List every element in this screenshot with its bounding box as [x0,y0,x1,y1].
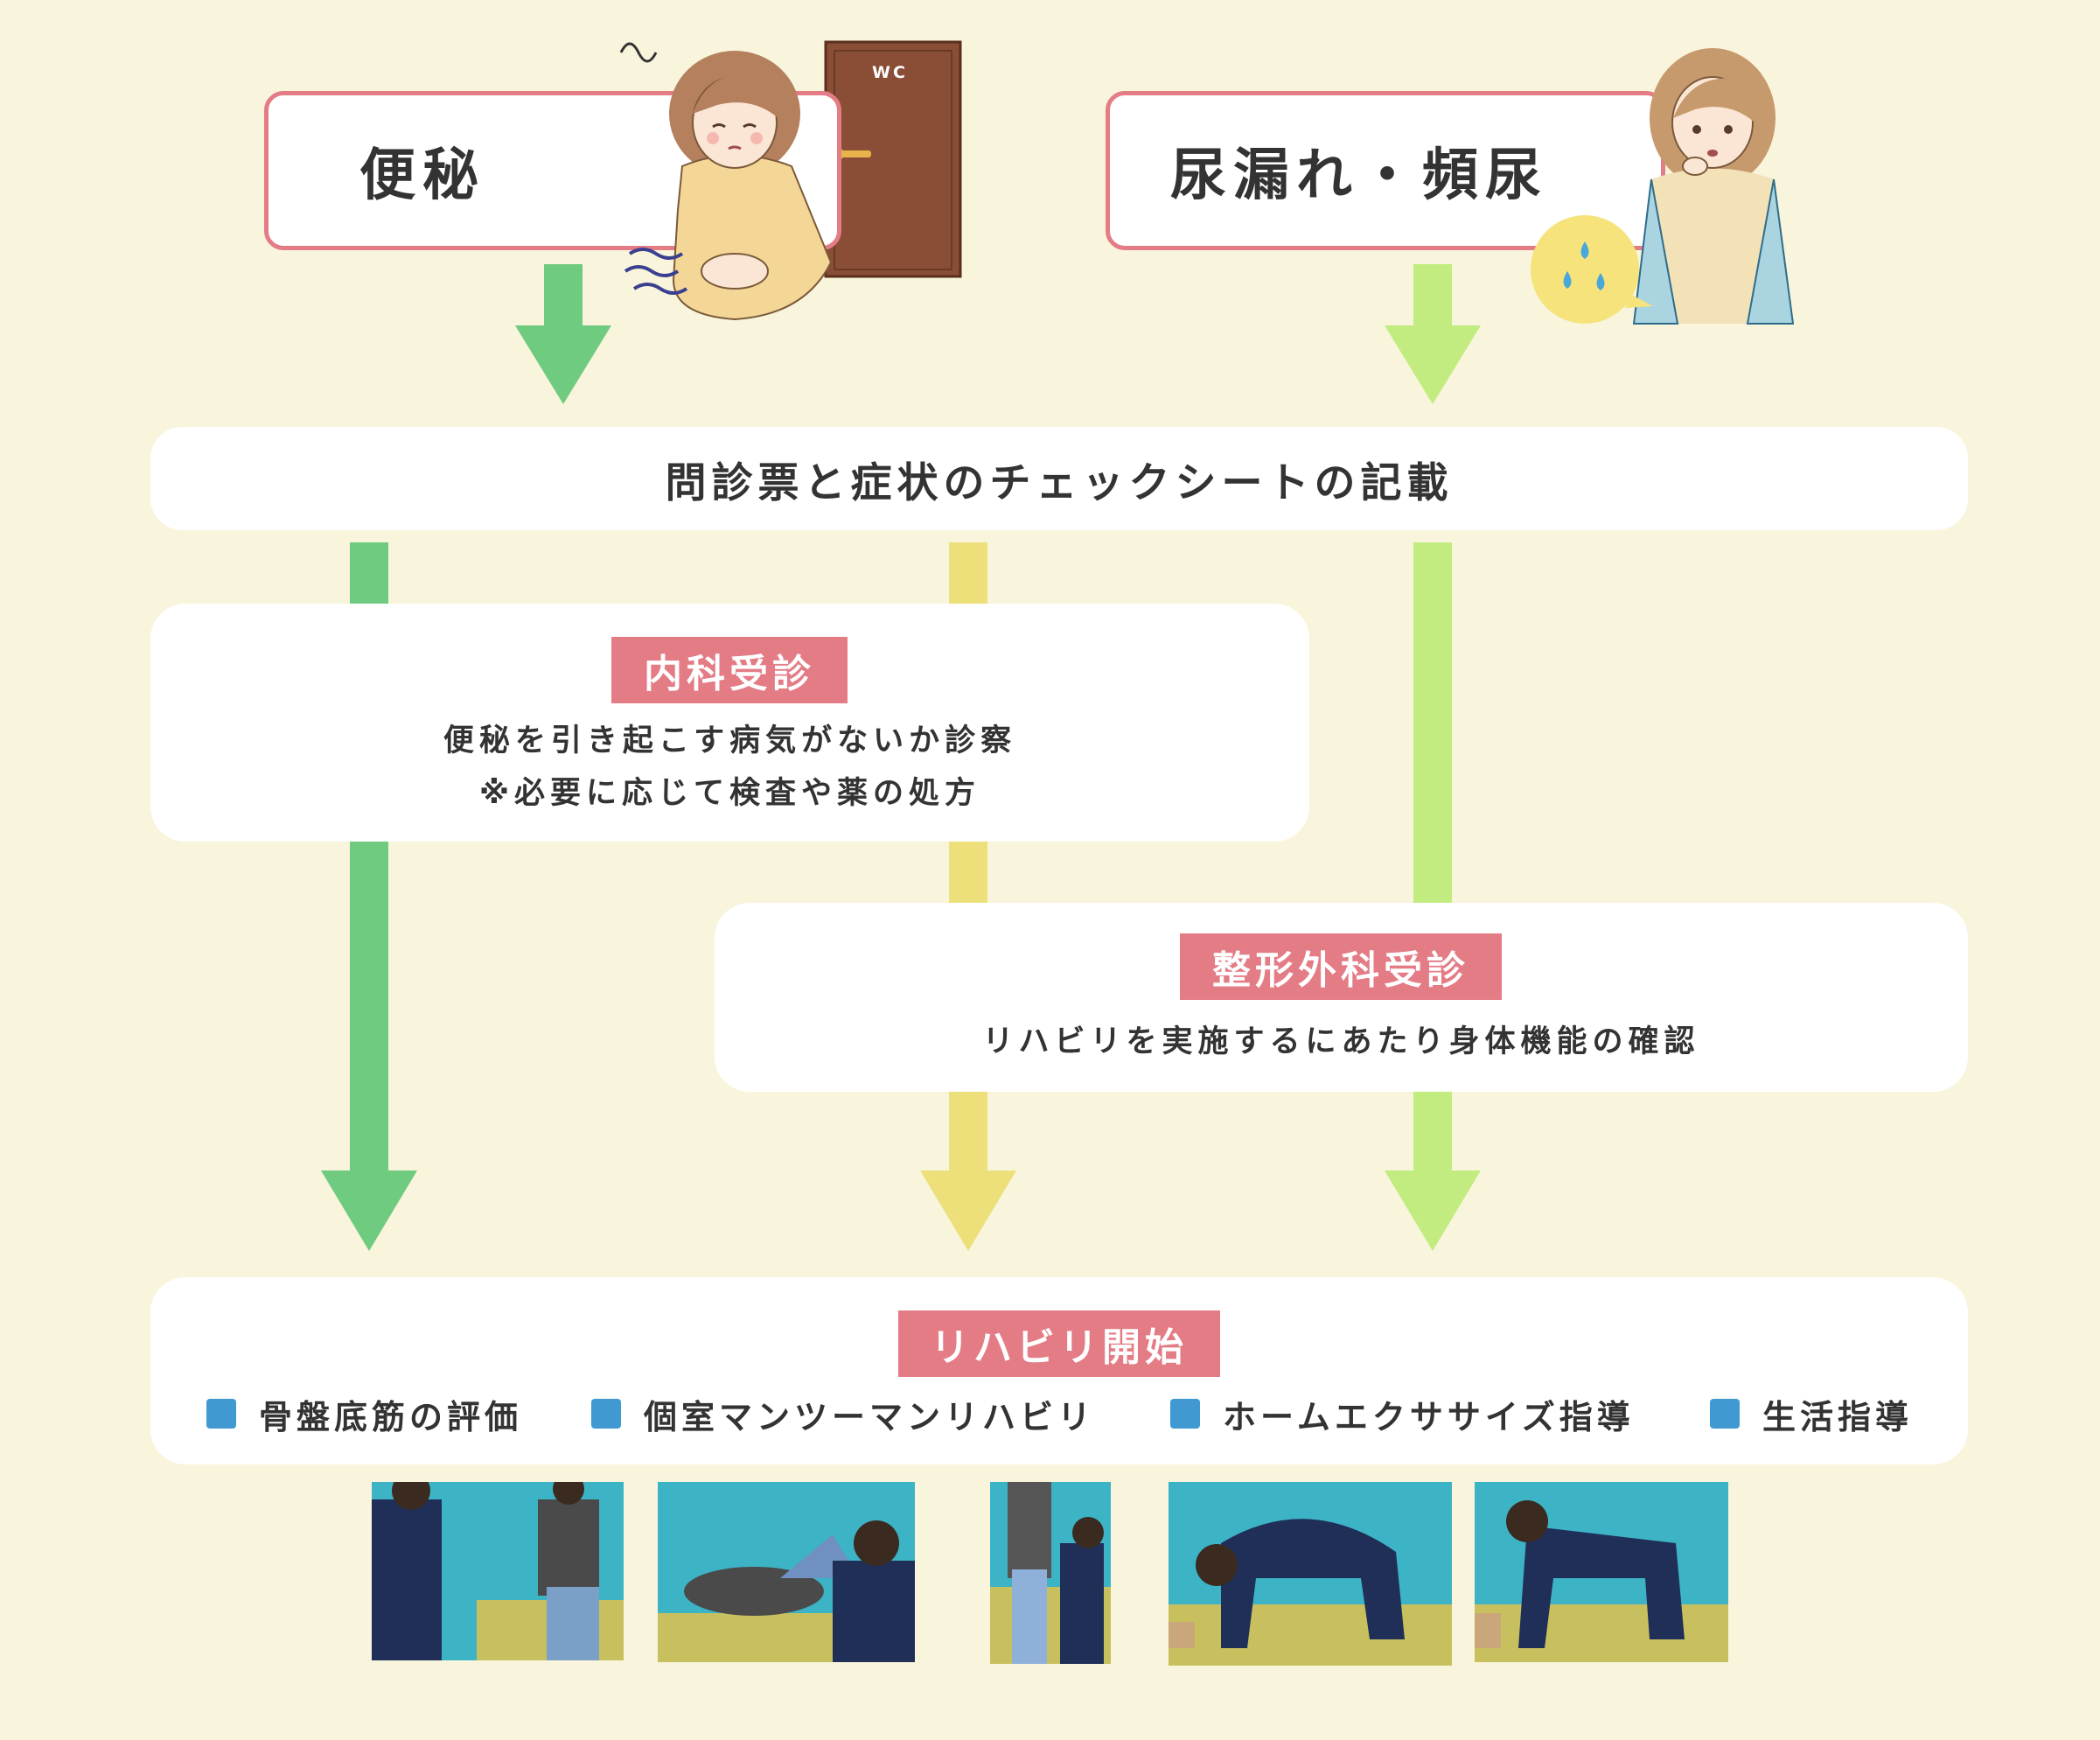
rehab-item-pelvic-evaluation: 骨盤底筋の評価 [206,1392,522,1436]
rehab-item-lifestyle: 生活指導 [1710,1392,1913,1436]
photo-posture-check [990,1482,1111,1664]
flow-arrow-green-head [321,1170,417,1251]
internal-medicine-badge: 内科受診 [611,637,848,703]
orthopedics-step: 整形外科受診 リハビリを実施するにあたり身体機能の確認 [715,903,1968,1092]
symptom-urinary-label: 尿漏れ・頻尿 [1170,130,1548,211]
rehab-item-private-rehab: 個室マンツーマンリハビリ [591,1392,1095,1436]
flow-arrow-lime-head [1385,1170,1481,1251]
flow-arrow-yellow-head [920,1170,1016,1251]
bullet-square-icon [1710,1399,1740,1429]
photo-pelvic-floor-rehab [658,1482,915,1662]
rehab-item-label: 生活指導 [1762,1390,1913,1438]
photo-home-exercise-1 [1169,1482,1452,1666]
internal-medicine-desc-1: 便秘を引き起こす病気がないか診察 [150,716,1309,760]
door-sign-label: WC [872,63,908,82]
internal-medicine-step: 内科受診 便秘を引き起こす病気がないか診察 ※必要に応じて検査や薬の処方 [150,604,1309,842]
internal-medicine-desc-2: ※必要に応じて検査や薬の処方 [150,768,1309,813]
constipated-woman-illustration [612,35,866,324]
arrow-constipation-stem [544,264,583,327]
arrow-urinary-head [1385,325,1481,404]
bullet-square-icon [206,1399,236,1429]
arrow-constipation-head [515,325,611,404]
rehab-item-label: 骨盤底筋の評価 [259,1390,522,1438]
arrow-urinary-stem [1413,264,1452,327]
water-drops-bubble-icon [1524,210,1655,332]
questionnaire-step: 問診票と症状のチェックシートの記載 [150,427,1968,530]
bullet-square-icon [591,1399,621,1429]
symptom-constipation-label: 便秘 [359,130,485,211]
orthopedics-badge: 整形外科受診 [1180,933,1502,1000]
rehab-item-home-exercise: ホームエクササイズ指導 [1170,1392,1635,1436]
questionnaire-label: 問診票と症状のチェックシートの記載 [666,449,1454,509]
rehab-item-label: 個室マンツーマンリハビリ [644,1390,1095,1438]
photo-consultation [372,1482,624,1660]
rehab-item-label: ホームエクササイズ指導 [1223,1390,1635,1438]
bullet-square-icon [1170,1399,1200,1429]
rehab-badge: リハビリ開始 [898,1310,1220,1377]
photo-home-exercise-2 [1475,1482,1728,1662]
orthopedics-desc: リハビリを実施するにあたり身体機能の確認 [715,1017,1968,1061]
